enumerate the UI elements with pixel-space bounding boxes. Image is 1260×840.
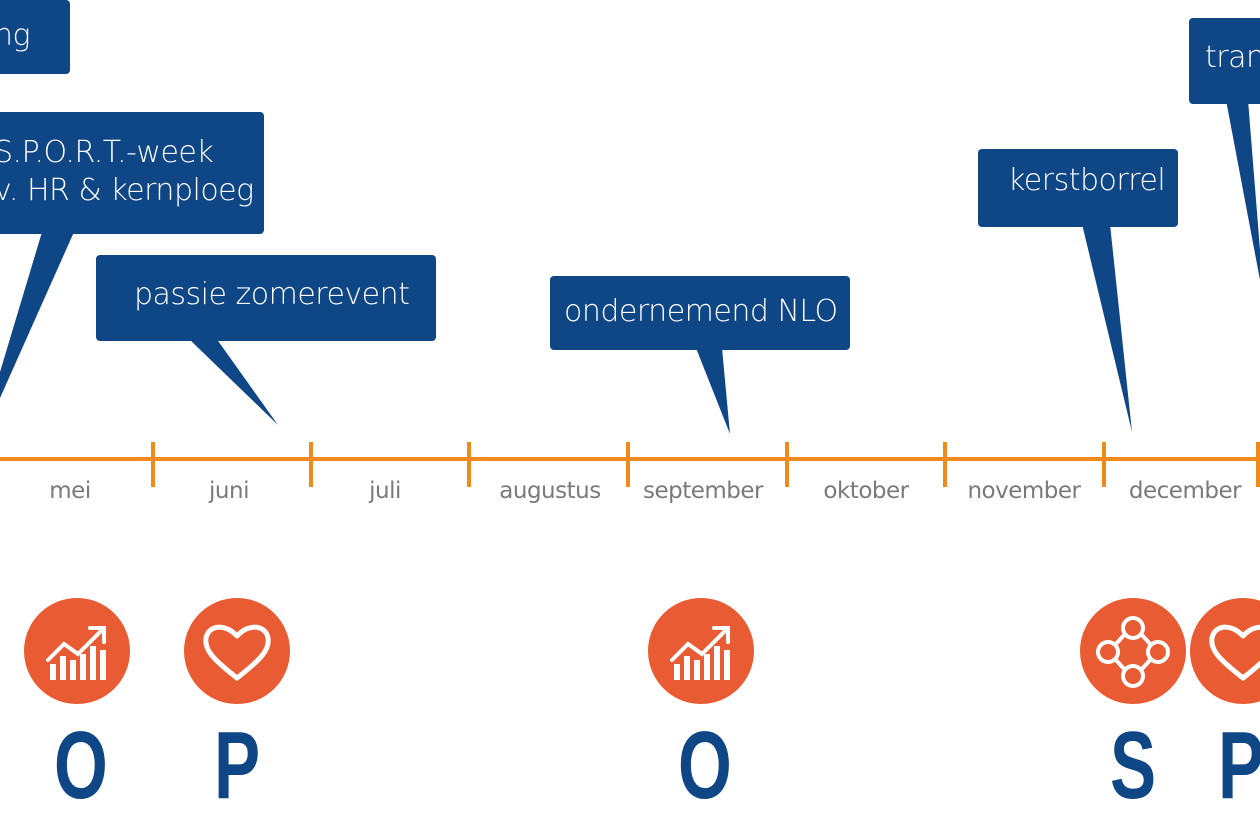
sport-letter: P	[1218, 712, 1260, 819]
callout-text: v. HR & kernploeg	[0, 173, 254, 208]
callout-tail	[0, 232, 74, 398]
callout-partial-top-left: ng	[0, 0, 70, 74]
month-label: september	[642, 478, 764, 504]
month-label: augustus	[499, 478, 601, 504]
callout-ondernemend-nlo: ondernemend NLO	[550, 276, 850, 350]
callout-passie-zomerevent: passie zomerevent	[96, 255, 436, 341]
callout-sport-week: S.P.O.R.T.-week v. HR & kernploeg	[0, 112, 264, 234]
timeline-ticks	[151, 442, 1260, 487]
month-label: oktober	[823, 478, 909, 504]
callout-text: ondernemend NLO	[564, 294, 838, 329]
sport-letter: S	[1110, 712, 1157, 819]
month-label: mei	[49, 478, 91, 504]
callout-text: passie zomerevent	[134, 277, 410, 312]
sport-letter: O	[678, 712, 732, 819]
sport-letter: O	[54, 712, 108, 819]
callout-tail	[188, 338, 278, 425]
callout-tail	[1226, 100, 1260, 280]
month-label: juli	[369, 478, 401, 504]
month-label: november	[967, 478, 1081, 504]
month-label: december	[1128, 478, 1242, 504]
growth-chart-icon	[24, 598, 130, 704]
growth-chart-icon	[648, 598, 754, 704]
sport-letter: P	[214, 712, 261, 819]
network-nodes-icon	[1080, 598, 1186, 704]
callout-tail	[696, 348, 730, 434]
heart-icon	[184, 598, 290, 704]
callout-text: ng	[0, 18, 31, 53]
callout-text: tran	[1205, 40, 1260, 75]
heart-icon	[1190, 598, 1260, 704]
callout-kerstborrel: kerstborrel	[978, 149, 1178, 227]
callout-partial-top-right: tran	[1189, 18, 1260, 104]
callout-text: S.P.O.R.T.-week	[0, 135, 214, 170]
callout-text: kerstborrel	[1008, 163, 1166, 198]
month-label: juni	[209, 478, 249, 504]
callout-tail	[1082, 224, 1132, 432]
